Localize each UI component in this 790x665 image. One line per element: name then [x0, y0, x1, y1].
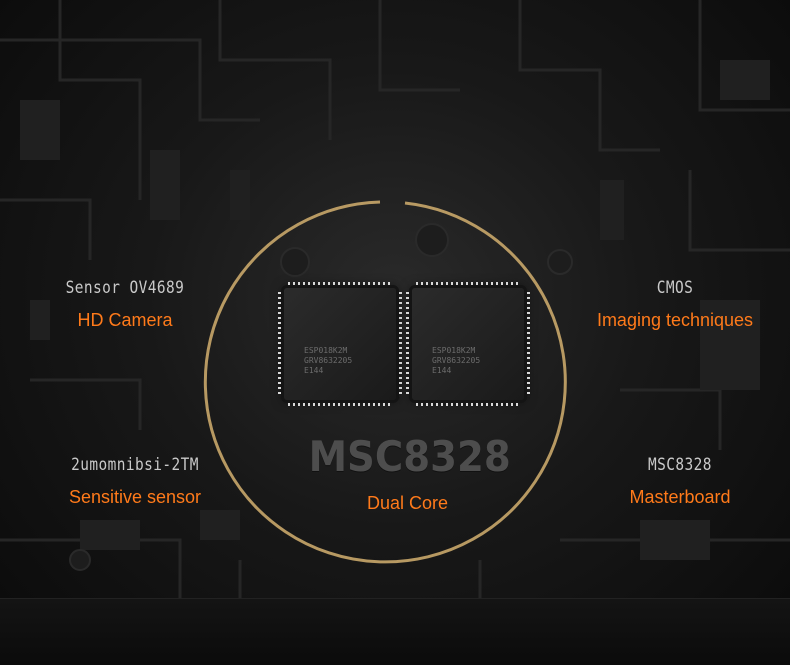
- feature-title: MSC8328: [648, 455, 712, 475]
- center-title: MSC8328: [308, 432, 511, 481]
- processor-chip: ESP018K2M GRV8632205 E144: [406, 282, 530, 406]
- processor-chip: ESP018K2M GRV8632205 E144: [278, 282, 402, 406]
- feature-title: 2umomnibsi-2TM: [71, 455, 199, 475]
- center-subtitle: Dual Core: [366, 493, 449, 513]
- bottom-strip: [0, 598, 790, 665]
- feature-subtitle: HD Camera: [77, 310, 173, 330]
- feature-cmos: CMOS Imaging techniques: [575, 278, 775, 331]
- feature-masterboard: MSC8328 Masterboard: [600, 455, 760, 508]
- feature-title: Sensor OV4689: [65, 278, 185, 298]
- feature-sensor: Sensor OV4689 HD Camera: [40, 278, 210, 331]
- chip-marking: ESP018K2M GRV8632205 E144: [304, 346, 353, 375]
- center-label: MSC8328 Dual Core: [300, 432, 515, 514]
- feature-subtitle: Sensitive sensor: [68, 487, 202, 507]
- feature-subtitle: Imaging techniques: [596, 310, 754, 330]
- feature-title: CMOS: [656, 278, 694, 298]
- chip-marking: ESP018K2M GRV8632205 E144: [432, 346, 481, 375]
- feature-subtitle: Masterboard: [629, 487, 731, 507]
- feature-sensitive-sensor: 2umomnibsi-2TM Sensitive sensor: [40, 455, 230, 508]
- highlight-ring: [203, 200, 567, 564]
